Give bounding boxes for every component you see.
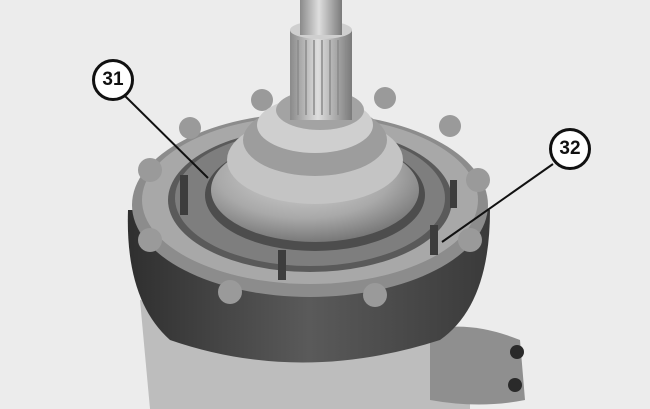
- flange-lugs: [138, 87, 490, 307]
- leader-line-31: [123, 94, 209, 179]
- leader-line-32: [441, 163, 554, 243]
- splined-shaft: [290, 30, 352, 120]
- bolt: [510, 345, 524, 359]
- bolt: [508, 378, 522, 392]
- callout-31: 31: [92, 59, 134, 101]
- side-cover: [430, 326, 525, 405]
- callout-32: 32: [549, 128, 591, 170]
- studs: [180, 175, 457, 280]
